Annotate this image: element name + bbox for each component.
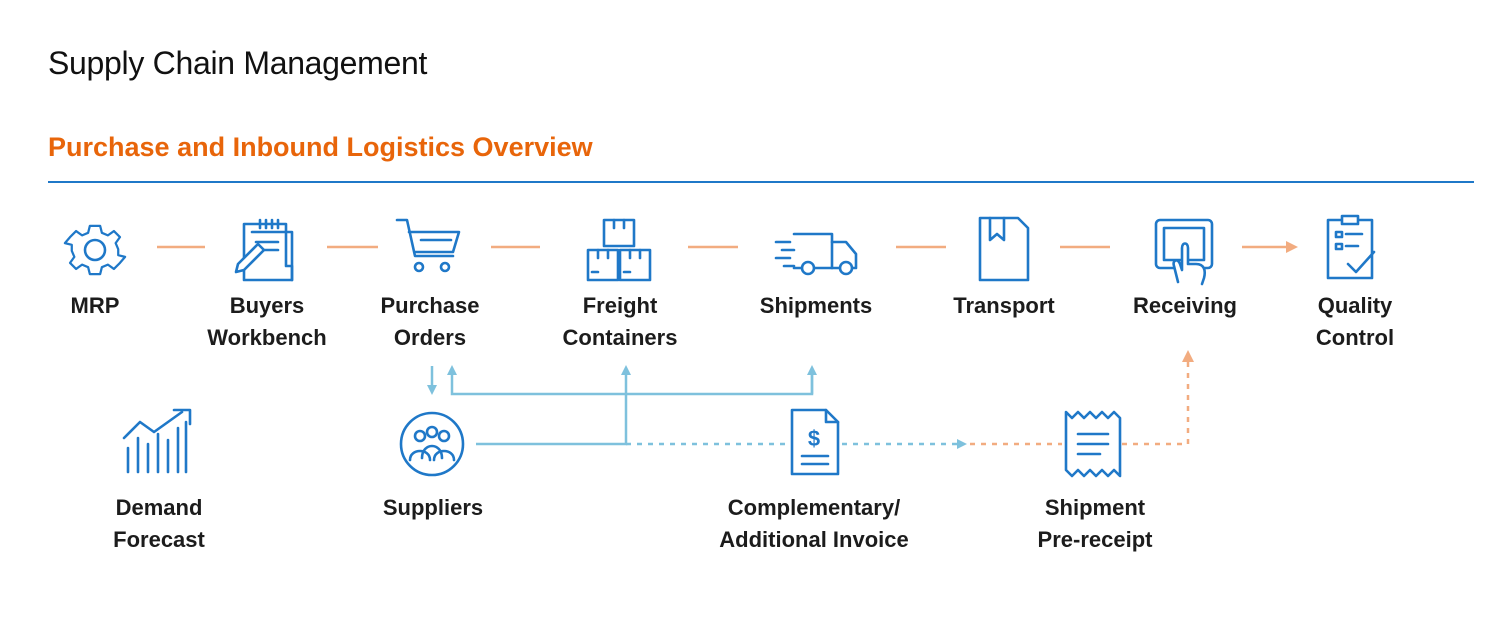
growth-chart-icon <box>122 408 192 474</box>
supplier-flows <box>427 365 967 449</box>
folder-icon <box>978 216 1030 282</box>
delivery-truck-icon <box>774 232 858 276</box>
checklist-icon <box>1326 214 1376 280</box>
arrow-suppliers-to-freight <box>476 365 631 446</box>
svg-text:$: $ <box>808 426 820 451</box>
label-buyers-workbench: Buyers Workbench <box>207 293 327 350</box>
label-shipment-prereceipt: Shipment Pre-receipt <box>1037 495 1153 552</box>
label-freight-containers: Freight Containers <box>562 293 678 350</box>
dollar-invoice-icon: $ <box>790 408 840 476</box>
label-purchase-orders: Purchase Orders <box>380 293 480 350</box>
label-quality-control: Quality Control <box>1315 293 1395 350</box>
label-transport: Transport <box>953 293 1055 318</box>
shopping-cart-icon <box>395 218 461 273</box>
document-pen-icon <box>234 218 294 282</box>
stacked-boxes-icon <box>586 218 652 282</box>
label-shipments: Shipments <box>759 293 873 318</box>
label-additional-invoice: Complementary/ Additional Invoice <box>719 495 909 552</box>
label-mrp: MRP <box>70 293 120 318</box>
receipt-icon <box>1064 410 1122 478</box>
arrow-to-purchase-orders <box>447 365 814 396</box>
label-receiving: Receiving <box>1133 293 1237 318</box>
gear-icon <box>63 224 127 276</box>
dotted-prereceipt-to-receiving <box>1122 350 1194 446</box>
header-divider <box>48 181 1474 183</box>
prereceipt-flow <box>970 350 1194 446</box>
people-group-icon <box>399 411 465 477</box>
page-subtitle: Purchase and Inbound Logistics Overview <box>48 132 593 162</box>
page-title: Supply Chain Management <box>48 45 428 81</box>
label-suppliers: Suppliers <box>382 495 484 520</box>
touch-screen-icon <box>1154 218 1214 286</box>
label-demand-forecast: Demand Forecast <box>113 495 205 552</box>
